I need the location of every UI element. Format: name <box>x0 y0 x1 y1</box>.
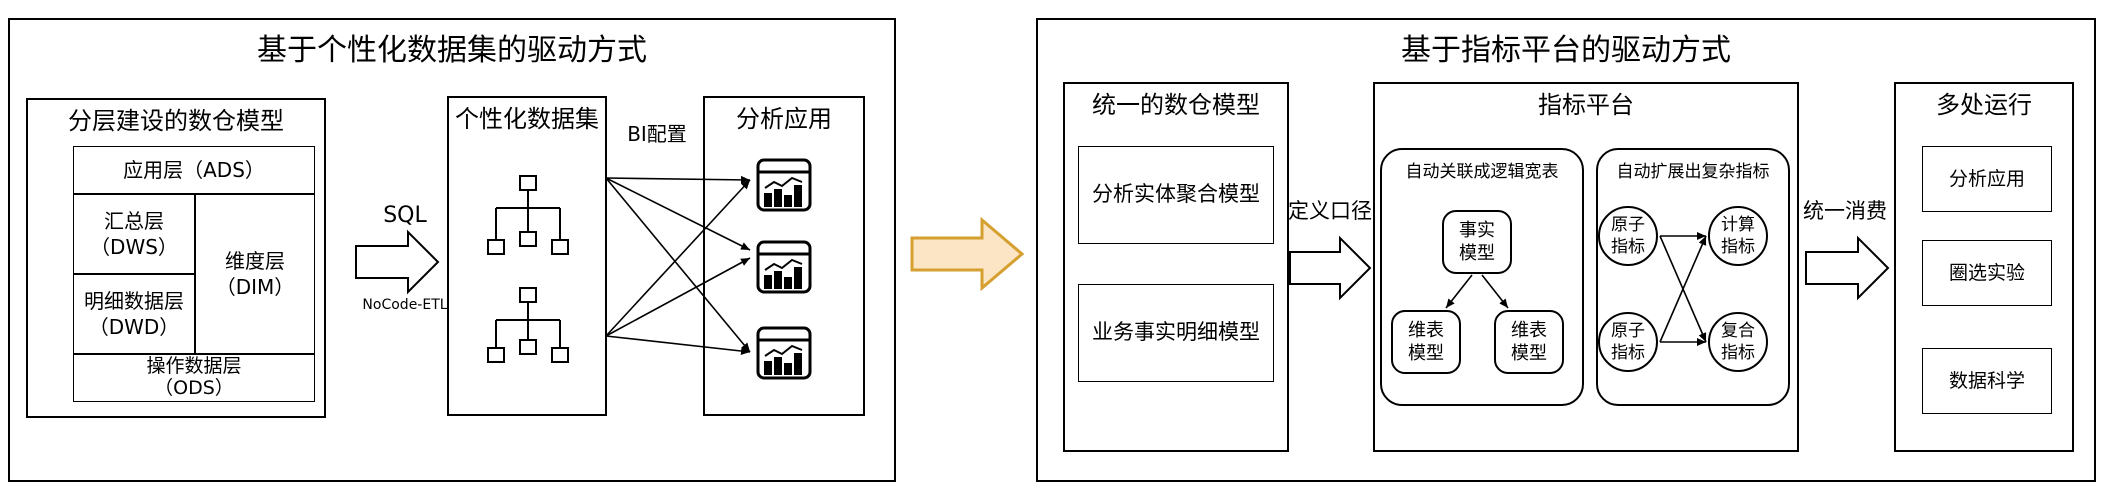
atomic-metric-2: 原子 指标 <box>1598 312 1658 372</box>
fact-detail-model: 业务事实明细模型 <box>1078 284 1274 382</box>
analysis-app-box <box>703 96 865 416</box>
dataset-title: 个性化数据集 <box>455 105 599 133</box>
dwd-layer: 明细数据层 （DWD） <box>73 274 195 354</box>
composite-metric: 复合 指标 <box>1708 312 1768 372</box>
dim-model-node-2: 维表 模型 <box>1494 310 1564 374</box>
run-target-experiment: 圈选实验 <box>1922 240 2052 306</box>
dim-layer: 维度层 （DIM） <box>195 194 315 354</box>
complex-metrics-title: 自动扩展出复杂指标 <box>1616 162 1770 182</box>
ads-layer: 应用层（ADS） <box>73 146 315 194</box>
consume-label: 统一消费 <box>1803 199 1887 223</box>
unified-model-title: 统一的数仓模型 <box>1092 91 1260 119</box>
dataset-box <box>447 96 607 416</box>
run-target-data-science: 数据科学 <box>1922 348 2052 414</box>
multi-run-title: 多处运行 <box>1936 91 2032 119</box>
entity-agg-model: 分析实体聚合模型 <box>1078 146 1274 244</box>
layered-model-title: 分层建设的数仓模型 <box>68 107 284 135</box>
define-label: 定义口径 <box>1288 199 1372 223</box>
etl-label: NoCode-ETL <box>362 297 448 313</box>
atomic-metric-1: 原子 指标 <box>1598 206 1658 266</box>
metric-platform-title: 指标平台 <box>1538 91 1634 119</box>
unified-model-box <box>1063 82 1289 452</box>
dws-layer: 汇总层 （DWS） <box>73 194 195 274</box>
computed-metric: 计算 指标 <box>1708 206 1768 266</box>
run-target-analysis: 分析应用 <box>1922 146 2052 212</box>
wide-table-title: 自动关联成逻辑宽表 <box>1405 162 1559 182</box>
bi-label: BI配置 <box>627 122 687 146</box>
left-panel-title: 基于个性化数据集的驱动方式 <box>257 33 647 68</box>
sql-label: SQL <box>383 203 427 228</box>
dim-model-node-1: 维表 模型 <box>1391 310 1461 374</box>
transition-arrow-icon <box>910 216 1025 292</box>
fact-model-node: 事实 模型 <box>1442 210 1512 274</box>
right-panel-title: 基于指标平台的驱动方式 <box>1401 33 1731 68</box>
ods-layer: 操作数据层 （ODS） <box>73 354 315 402</box>
analysis-app-title: 分析应用 <box>736 105 832 133</box>
